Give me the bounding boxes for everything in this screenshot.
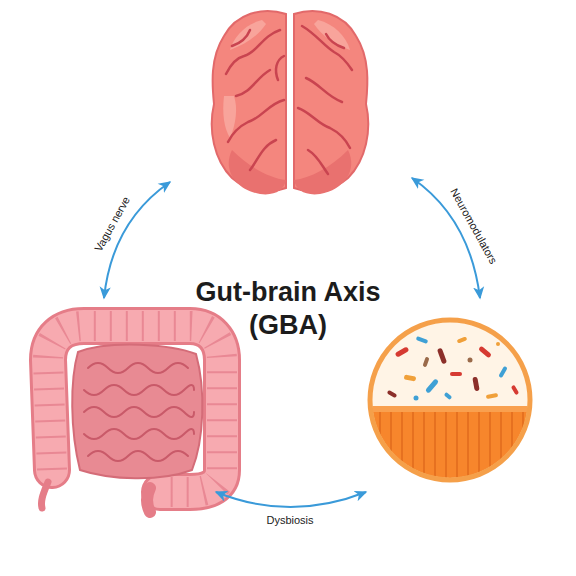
epithelium-top	[370, 406, 530, 412]
epithelial-cells	[380, 412, 523, 482]
cell-wall	[478, 412, 480, 482]
vein	[298, 108, 350, 148]
vein	[308, 150, 328, 174]
bacterium	[414, 396, 419, 401]
bacterium	[416, 336, 429, 344]
double-arrow	[412, 178, 480, 298]
brain-veins	[226, 30, 284, 170]
vein	[226, 30, 280, 74]
hemisphere-shape	[294, 11, 368, 191]
double-arrow	[216, 492, 366, 507]
bacterium	[395, 346, 410, 357]
bacterium	[478, 346, 492, 359]
bacterium	[422, 357, 429, 368]
brain-highlight	[230, 20, 266, 50]
intestine-coils	[84, 363, 194, 461]
hemisphere-shape	[212, 11, 286, 191]
vein	[232, 30, 250, 46]
cell-wall	[390, 412, 392, 482]
vein	[326, 34, 344, 48]
bacterium	[511, 385, 519, 396]
vein	[236, 70, 270, 96]
bacterium	[450, 372, 462, 376]
bacterium	[437, 348, 447, 365]
brain-highlight	[314, 20, 350, 50]
bacterium	[444, 392, 453, 400]
bacterium	[498, 366, 507, 378]
cell-wall	[434, 412, 436, 482]
cell-wall	[423, 412, 425, 482]
coil	[84, 385, 194, 395]
bacterium	[425, 378, 439, 393]
coil	[84, 429, 194, 439]
bacterium	[496, 342, 500, 346]
diagram-title: Gut-brain Axis (GBA)	[153, 276, 423, 342]
bacterium	[472, 377, 479, 392]
bacterium	[387, 390, 398, 398]
bacterium	[457, 336, 468, 343]
microbiota-illustration	[370, 320, 530, 483]
bacterium	[486, 393, 499, 399]
vein	[276, 56, 284, 80]
bacterium	[404, 374, 417, 381]
rectum	[147, 488, 150, 512]
arrow-label: Dysbiosis	[266, 514, 313, 526]
bacterium	[468, 358, 473, 363]
coil	[84, 407, 194, 417]
vein	[306, 78, 342, 102]
intestine-illustration	[41, 326, 222, 512]
temporal-lobe	[294, 150, 351, 194]
cell-wall	[467, 412, 469, 482]
brain-illustration	[212, 11, 369, 194]
large-intestine-outline	[48, 326, 222, 492]
axis-arrows	[104, 178, 480, 507]
brain-hemisphere	[294, 11, 368, 194]
cell-wall	[401, 412, 403, 482]
vein	[228, 100, 284, 142]
brain-veins	[298, 26, 352, 174]
cell-wall	[456, 412, 458, 482]
epithelium	[370, 408, 530, 483]
vein	[302, 26, 352, 70]
haustra-bands	[48, 326, 222, 492]
microbiota-border	[370, 320, 530, 480]
vein	[250, 140, 276, 170]
double-arrow	[104, 182, 170, 298]
cell-wall	[445, 412, 447, 482]
cell-wall	[522, 412, 524, 482]
cell-wall	[379, 412, 381, 482]
cell-wall	[500, 412, 502, 482]
arrow-label: Vagus nerve	[92, 194, 132, 253]
lumen	[370, 320, 530, 410]
large-intestine	[48, 326, 222, 492]
coil	[88, 451, 188, 461]
bacteria	[387, 336, 520, 400]
small-intestine	[72, 345, 202, 479]
coil	[88, 363, 188, 373]
brain-hemisphere	[212, 11, 286, 194]
appendix	[41, 482, 48, 508]
